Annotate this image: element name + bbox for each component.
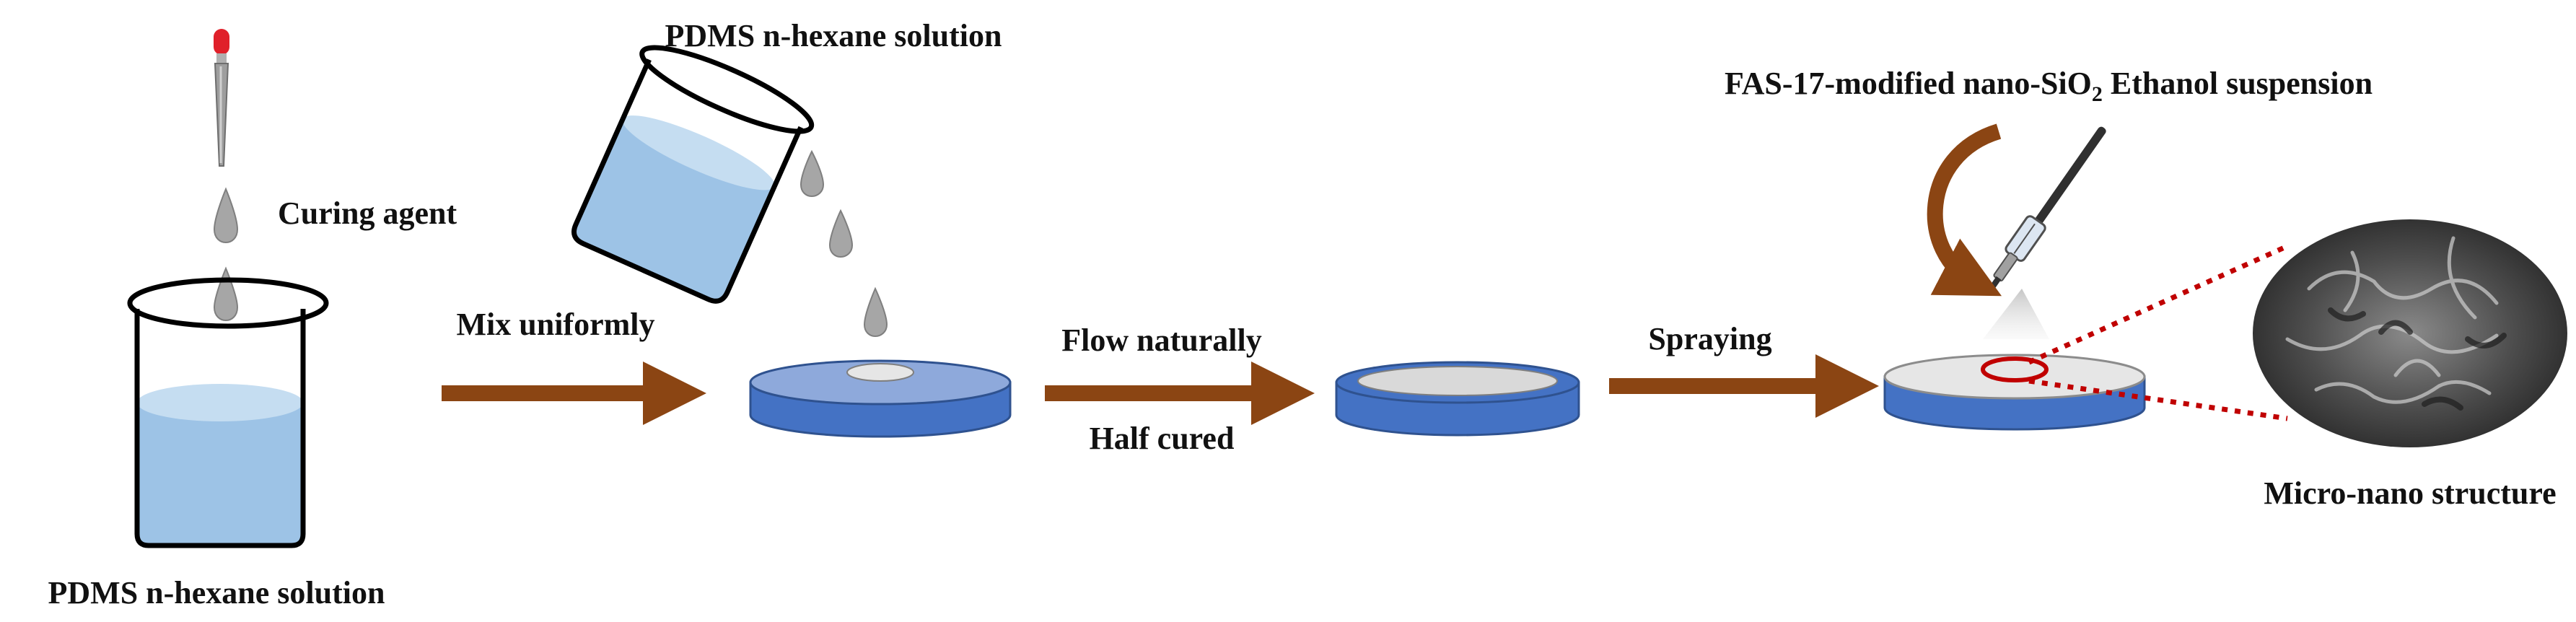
fas-prefix: FAS-17-modified nano-SiO — [1725, 66, 2092, 101]
half-cured-disc-icon — [1335, 361, 1580, 437]
curing-agent-label: Curing agent — [278, 196, 457, 231]
pipette-icon — [214, 29, 229, 167]
micro-nano-label: Micro-nano structure — [2264, 476, 2556, 511]
fas-suspension-label: FAS-17-modified nano-SiO2 Ethanol suspen… — [1725, 66, 2373, 106]
pdms-bottom-label: PDMS n-hexane solution — [48, 575, 385, 610]
coated-disc-icon — [1883, 354, 2146, 431]
spray-gun-icon — [1983, 126, 2106, 339]
pouring-beaker-icon — [571, 45, 815, 304]
spraying-label: Spraying — [1648, 321, 1771, 356]
half-cured-label: Half cured — [1090, 421, 1235, 456]
beaker-icon — [127, 277, 329, 548]
sem-micrograph-icon — [2028, 219, 2567, 447]
fas-suffix: Ethanol suspension — [2103, 66, 2373, 101]
mix-uniformly-label: Mix uniformly — [457, 307, 655, 342]
pouring-drop-icon — [799, 149, 888, 338]
pdms-top-label: PDMS n-hexane solution — [665, 18, 1002, 53]
flow-naturally-label: Flow naturally — [1061, 323, 1261, 358]
fas-subscript: 2 — [2092, 82, 2103, 106]
curing-agent-drop-icon — [213, 187, 239, 322]
curved-arrow-icon — [1927, 123, 2002, 297]
substrate-disc-icon — [749, 359, 1012, 438]
